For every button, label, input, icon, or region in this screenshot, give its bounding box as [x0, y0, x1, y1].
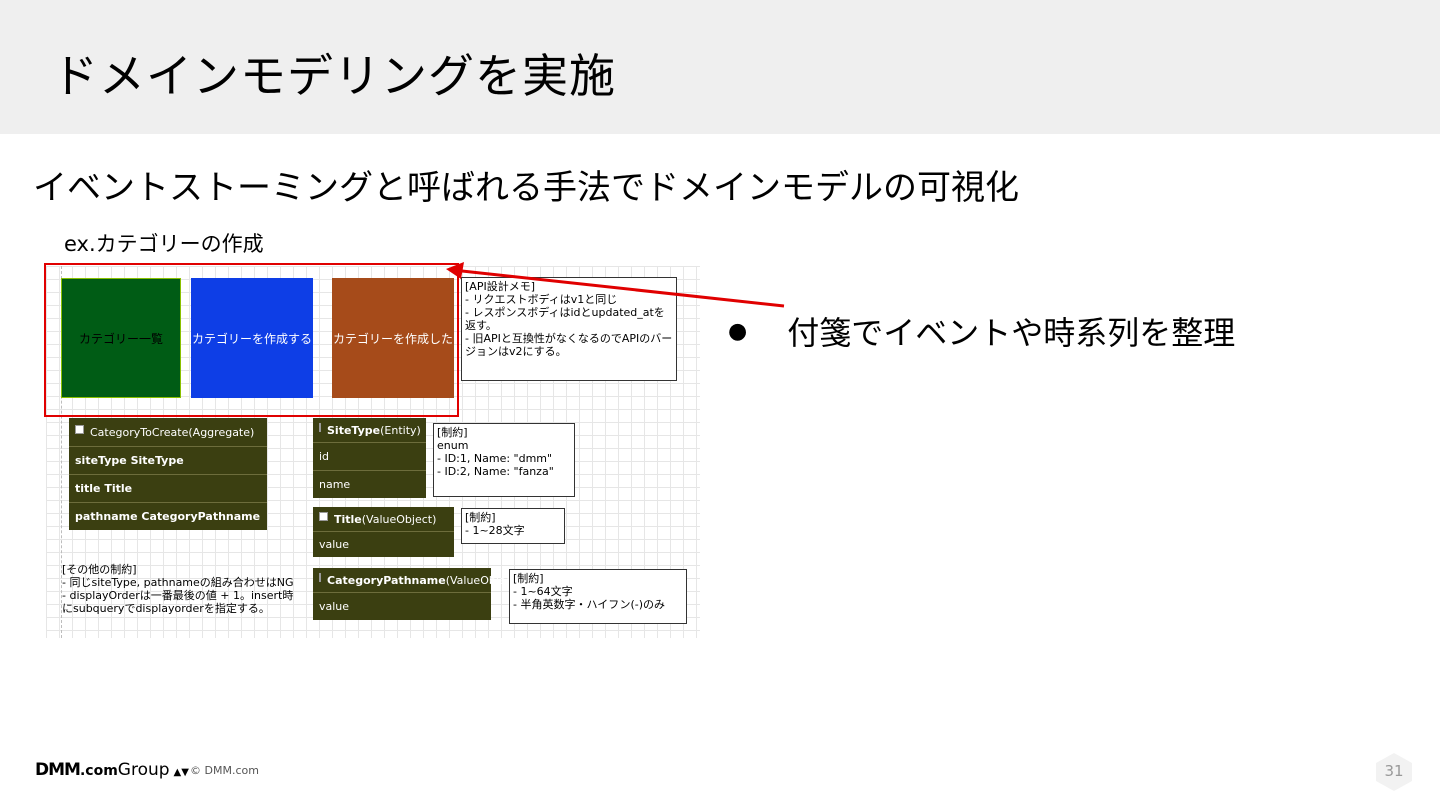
page-badge-icon [1376, 753, 1412, 791]
dmm-group-logo: DMM .com Group ▲▼ [35, 760, 189, 780]
entity-header: CategoryPathname(ValueObject) [313, 568, 520, 592]
aggregate-field: title Title [69, 474, 267, 502]
sticky-label: カテゴリー一覧 [78, 331, 163, 346]
entity-name: SiteType [327, 423, 381, 437]
pathname-constraint-note: [制約] - 1~64文字 - 半角英数字・ハイフン(-)のみ [509, 569, 687, 624]
title-valueobject-box: Title(ValueObject) value [313, 507, 454, 557]
sitetype-entity-box: SiteType(Entity) id name [313, 418, 426, 498]
slide-title: ドメインモデリングを実施 [52, 49, 616, 103]
entity-header: SiteType(Entity) [313, 418, 426, 442]
sticky-note-category-list: カテゴリー一覧 [61, 278, 181, 398]
pathname-valueobject-box: CategoryPathname(ValueObject) value [313, 568, 520, 620]
entity-kind: (ValueObject) [445, 573, 521, 587]
aggregate-title: CategoryToCreate(Aggregate) [90, 425, 255, 439]
guide-line [61, 266, 62, 638]
collapse-icon [75, 424, 84, 434]
highlight-frame [44, 263, 459, 417]
entity-name: Title [334, 512, 362, 526]
title-band [0, 0, 1440, 134]
logo-mark-icon: ▲▼ [173, 767, 189, 778]
aggregate-field: pathname CategoryPathname [69, 502, 267, 530]
bullet-icon: ● [728, 318, 748, 344]
bullet-point: ● 付箋でイベントや時系列を整理 [728, 308, 1235, 354]
sticky-note-create-command: カテゴリーを作成する [191, 278, 313, 398]
collapse-icon [319, 572, 321, 582]
sitetype-constraint-note: [制約] enum - ID:1, Name: "dmm" - ID:2, Na… [433, 423, 575, 497]
entity-name: CategoryPathname [327, 573, 446, 587]
other-constraints-note: [その他の制約] - 同じsiteType, pathnameの組み合わせはNG… [62, 563, 294, 615]
api-design-note: [API設計メモ] - リクエストボディはv1と同じ - レスポンスボディはid… [461, 277, 677, 381]
bullet-text: 付箋でイベントや時系列を整理 [787, 314, 1236, 352]
slide-subtitle: イベントストーミングと呼ばれる手法でドメインモデルの可視化 [33, 168, 1019, 208]
aggregate-box: CategoryToCreate(Aggregate) siteType Sit… [69, 418, 267, 530]
page-number: 31 [1384, 762, 1404, 780]
entity-field: id [313, 442, 426, 470]
logo-com: .com [79, 763, 118, 779]
diagram-caption: ex.カテゴリーの作成 [64, 232, 264, 256]
entity-field: value [313, 592, 491, 620]
collapse-icon [319, 422, 321, 432]
aggregate-field: siteType SiteType [69, 446, 267, 474]
title-constraint-note: [制約] - 1~28文字 [461, 508, 565, 544]
entity-kind: (ValueObject) [361, 512, 437, 526]
logo-group: Group [117, 760, 170, 780]
sticky-label: カテゴリーを作成する [191, 331, 312, 346]
sticky-note-created-event: カテゴリーを作成した [332, 278, 454, 398]
copyright: © DMM.com [190, 764, 259, 777]
entity-field: value [313, 531, 454, 557]
collapse-icon [319, 511, 328, 521]
entity-header: Title(ValueObject) [313, 507, 454, 531]
sticky-label: カテゴリーを作成した [332, 331, 453, 346]
logo-dmm: DMM [35, 760, 81, 780]
entity-kind: (Entity) [380, 423, 421, 437]
aggregate-header: CategoryToCreate(Aggregate) [69, 418, 267, 446]
entity-field: name [313, 470, 426, 498]
